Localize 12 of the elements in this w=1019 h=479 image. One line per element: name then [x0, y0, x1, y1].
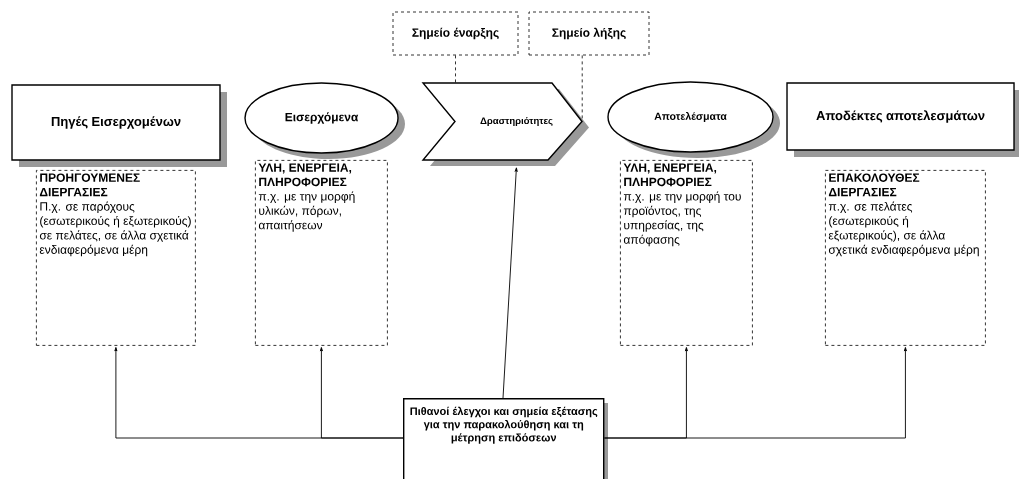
description-box: ΕΠΑΚΟΛΟΥΘΕΣ ΔΙΕΡΓΑΣΙΕΣ π.χ. σε πελάτες (εσωτερικούς ή εξωτερικούς), σε άλλα σχετικά ενδιαφερόμενα μέρη [825, 170, 986, 346]
description-box: ΥΛΗ, ΕΝΕΡΓΕΙΑ, ΠΛΗΡΟΦΟΡΙΕΣ π.χ. με την μορφή του προϊόντος, της υπηρεσίας, της απόφασης [620, 160, 753, 346]
arrow [319, 347, 404, 439]
process-box: Αποδέκτες αποτελεσμάτων [786, 82, 1019, 157]
process-box: Πηγές Εισερχομένων [11, 84, 227, 167]
description-box: ΥΛΗ, ΕΝΕΡΓΕΙΑ, ΠΛΗΡΟΦΟΡΙΕΣ π.χ. με την μορφή υλικών, πόρων, απαιτήσεων [255, 160, 388, 346]
label-box: Σημείο έναρξης [392, 11, 519, 56]
label-box: Σημείο λήξης [528, 11, 650, 56]
arrow [502, 167, 518, 399]
control-box: Πιθανοί έλεγχοι και σημεία εξέτασης για την παρακολούθηση και τη μέτρηση επιδόσεων [403, 398, 608, 479]
description-box: ΠΡΟΗΓΟΥΜΕΝΕΣ ΔΙΕΡΓΑΣΙΕΣ Π.χ. σε παρόχους (εσωτερικούς ή εξωτερικούς) σε πελάτες, σε άλλα σχετικά ενδιαφερόμενα μέρη [36, 170, 196, 346]
arrow [603, 347, 907, 439]
